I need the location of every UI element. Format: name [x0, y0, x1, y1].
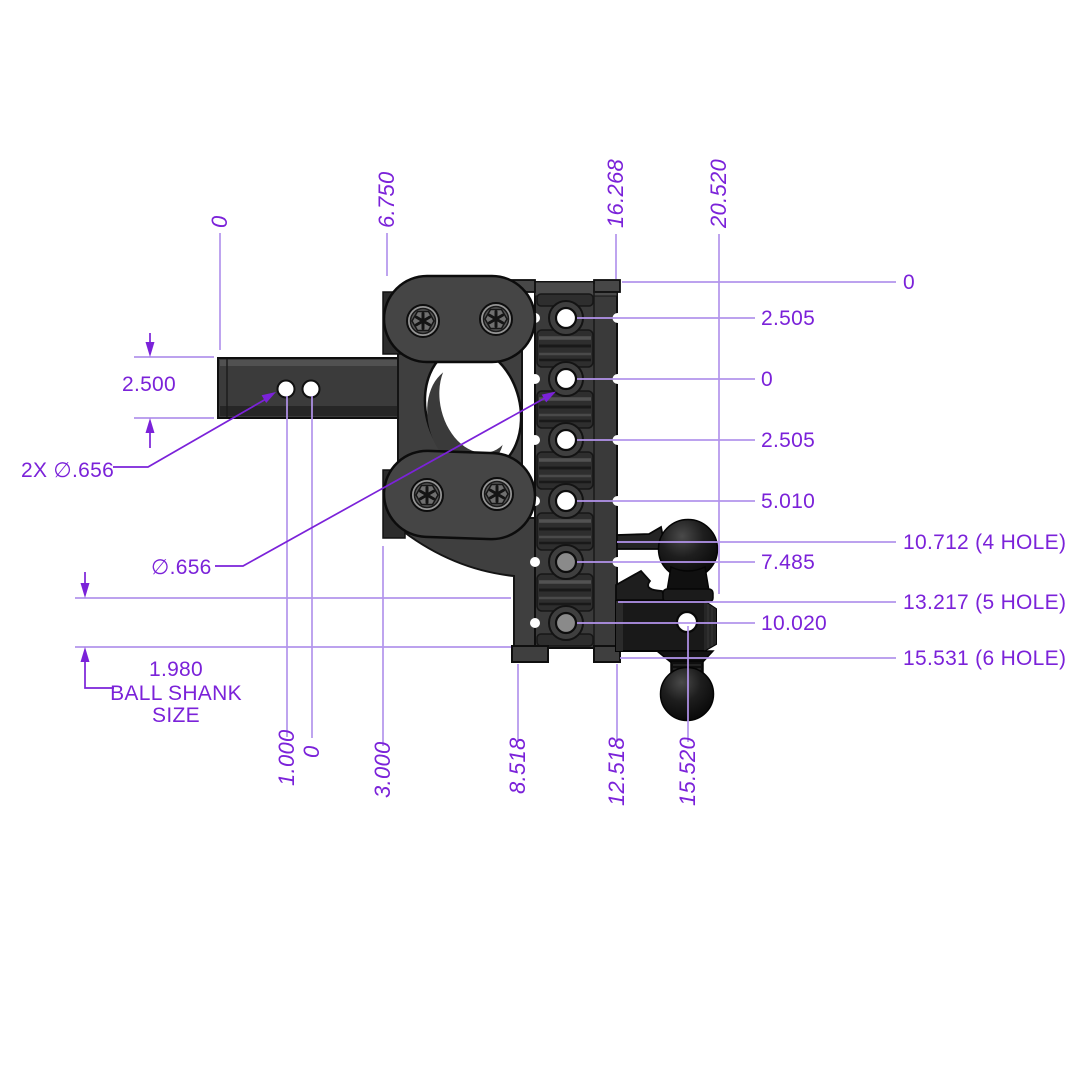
callout-track-hole: ∅.656 — [151, 556, 212, 579]
dimension-lines — [75, 233, 896, 746]
dim-right-2505-a: 2.505 — [761, 307, 815, 330]
leader-track-hole — [215, 397, 546, 567]
track-hole-2 — [554, 367, 578, 391]
dim-right-2505-b: 2.505 — [761, 429, 815, 452]
dim-ball-shank-value: 1.980 — [149, 658, 203, 681]
dim-bottom-1000: 1.000 — [274, 729, 299, 786]
dim-shank-height: 2.500 — [122, 373, 176, 396]
dim-right-0: 0 — [761, 368, 773, 391]
track-hole-6 — [554, 611, 578, 635]
ball-neck — [666, 565, 710, 592]
mount-top-plate — [616, 525, 665, 550]
dim-right-0-top: 0 — [903, 271, 915, 294]
dim-top-6750: 6.750 — [374, 171, 399, 228]
clamp-plate-bottom — [382, 449, 537, 541]
mount-wedge-bracket — [615, 569, 668, 601]
track-top-tab-right — [593, 279, 621, 293]
dual-ball-mount — [615, 518, 719, 722]
track-hole-1 — [554, 306, 578, 330]
dim-bottom-3000: 3.000 — [370, 741, 395, 798]
dim-6hole: 15.531 (6 HOLE) — [903, 647, 1066, 670]
dim-5hole: 13.217 (5 HOLE) — [903, 591, 1066, 614]
leader-shank-holes — [113, 398, 267, 468]
track-hole-5 — [554, 550, 578, 574]
clamp-screw — [479, 302, 513, 336]
dim-right-5010: 5.010 — [761, 490, 815, 513]
clamp-screw — [410, 478, 444, 512]
mount-pin-hole — [675, 610, 699, 634]
dim-bottom-0: 0 — [299, 745, 324, 758]
shank-pin-hole-1 — [276, 379, 296, 399]
callout-shank-holes: 2X ∅.656 — [21, 459, 114, 482]
dim-bottom-12518: 12.518 — [604, 736, 629, 806]
track-foot-left — [511, 645, 549, 663]
dim-ball-shank-line3: SIZE — [152, 704, 200, 727]
dim-ball-shank-line2: BALL SHANK — [110, 682, 242, 705]
track-holes — [548, 300, 584, 641]
shank-pin-hole-2 — [301, 379, 321, 399]
dim-4hole: 10.712 (4 HOLE) — [903, 531, 1066, 554]
dimension-labels: 0 6.750 16.268 20.520 1.000 0 3.000 8.51… — [21, 158, 1066, 806]
track-foot-right — [593, 645, 621, 663]
track-hole-4 — [554, 489, 578, 513]
mount-block-knurl — [704, 601, 716, 651]
clamp-plate-top — [382, 274, 537, 364]
dim-top-20520: 20.520 — [706, 158, 731, 229]
dim-top-0: 0 — [207, 215, 232, 228]
clamp-screw — [480, 477, 514, 511]
hitch-ball-large — [657, 518, 719, 580]
track-hole-3 — [554, 428, 578, 452]
clamp-plates — [382, 274, 537, 541]
adjustment-track — [503, 279, 623, 663]
mount-block — [615, 600, 717, 652]
dim-bottom-8518: 8.518 — [505, 737, 530, 794]
hitch-part — [217, 274, 719, 722]
dim-right-7485: 7.485 — [761, 551, 815, 574]
dim-top-16268: 16.268 — [603, 158, 628, 228]
hitch-ball-small — [659, 666, 715, 722]
dim-right-10020: 10.020 — [761, 612, 827, 635]
dim-bottom-15520: 15.520 — [675, 736, 700, 806]
serration-modules — [536, 293, 594, 647]
clamp-screw — [406, 304, 440, 338]
